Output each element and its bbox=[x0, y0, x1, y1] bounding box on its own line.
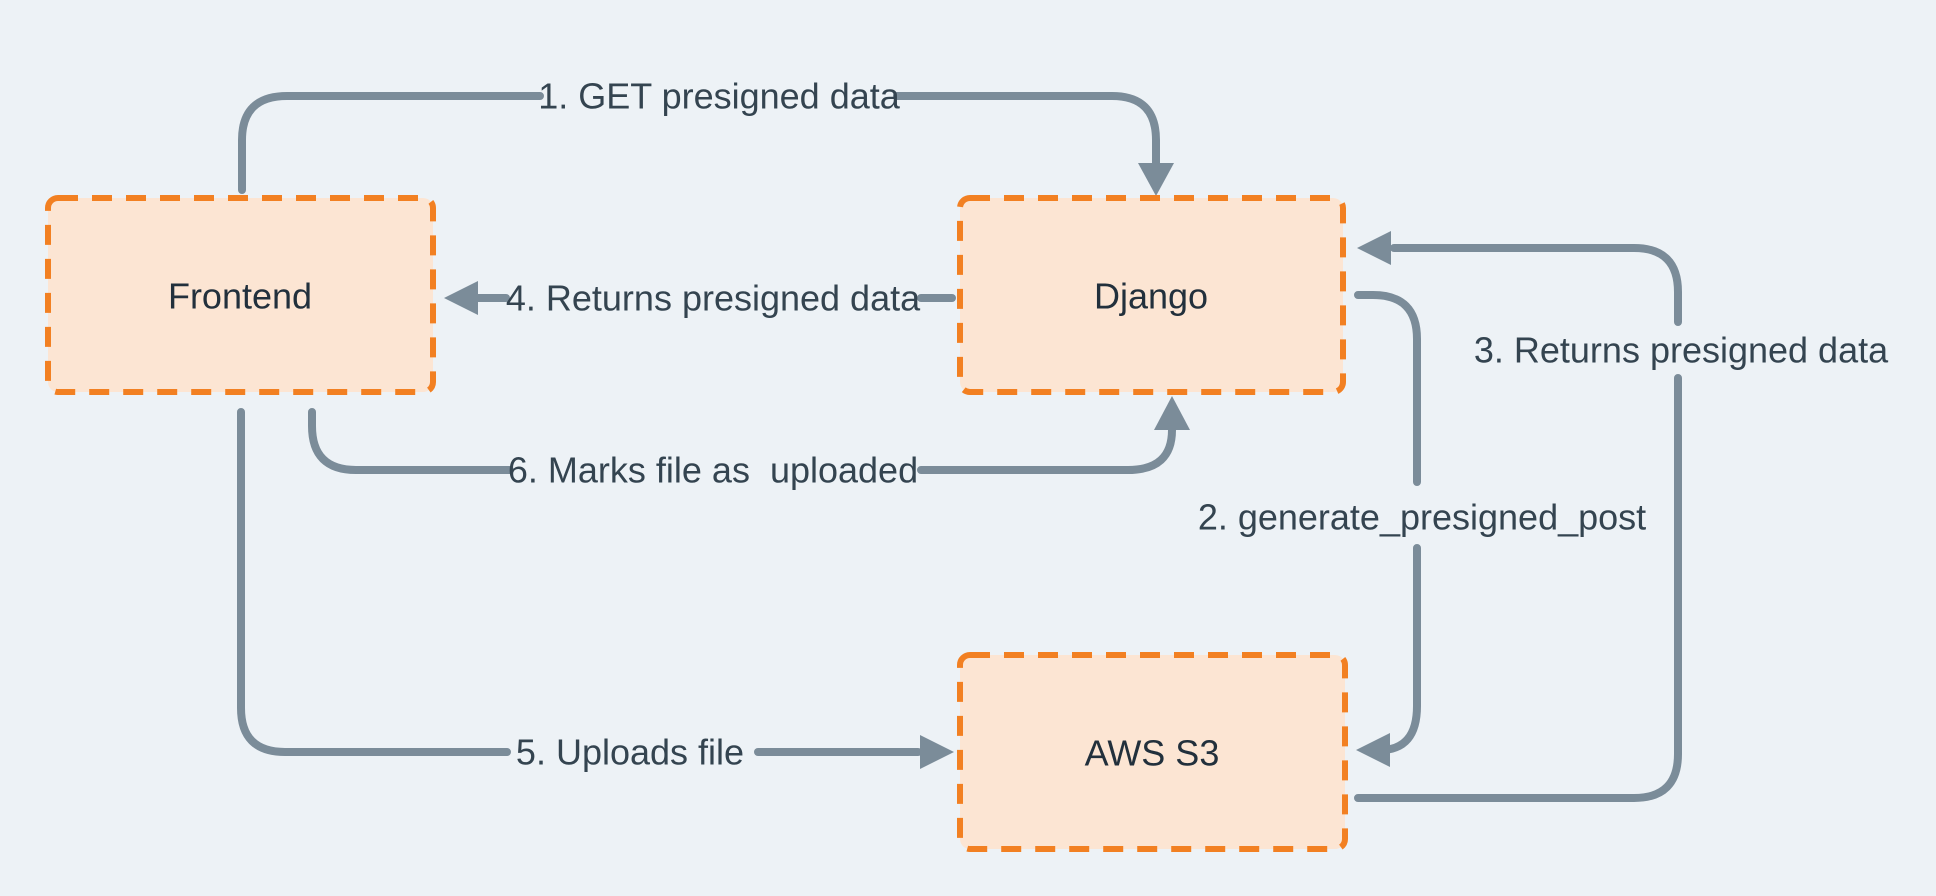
arrow-5-segment-left bbox=[237, 408, 511, 756]
arrow-1-segment-left bbox=[238, 92, 544, 194]
node-frontend: Frontend bbox=[45, 195, 436, 395]
node-aws-s3-label: AWS S3 bbox=[1085, 733, 1220, 774]
arrow-returns-presigned-data-to-frontend bbox=[444, 281, 956, 315]
arrow-2-segment-top bbox=[1354, 291, 1421, 486]
arrow-6-segment-right bbox=[917, 426, 1176, 474]
arrow-1-segment-right bbox=[893, 92, 1160, 170]
arrow-6-up-arrowhead-icon bbox=[1154, 396, 1190, 430]
arrow-2-left-arrowhead-icon bbox=[1356, 733, 1390, 767]
arrow-returns-presigned-data-to-django bbox=[1354, 231, 1682, 802]
node-django: Django bbox=[957, 195, 1346, 395]
arrow-get-presigned-data bbox=[238, 92, 1174, 196]
arrow-1-down-arrowhead-icon bbox=[1138, 163, 1174, 196]
node-django-box bbox=[957, 195, 1346, 395]
arrow-marks-file-uploaded bbox=[308, 396, 1190, 474]
edge-label-5: 5. Uploads file bbox=[516, 732, 744, 773]
arrow-2-segment-bottom bbox=[1376, 544, 1421, 754]
arrow-3-segment-top bbox=[1390, 244, 1682, 326]
node-frontend-label: Frontend bbox=[168, 276, 312, 317]
edge-label-3: 3. Returns presigned data bbox=[1474, 330, 1889, 371]
arrow-3-left-arrowhead-icon bbox=[1357, 231, 1391, 265]
arrow-5-right-arrowhead-icon bbox=[920, 735, 954, 769]
node-frontend-box bbox=[45, 195, 436, 395]
arrow-4-left-arrowhead-icon bbox=[444, 281, 478, 315]
node-django-label: Django bbox=[1094, 276, 1208, 317]
edge-label-4: 4. Returns presigned data bbox=[506, 278, 921, 319]
edge-label-1: 1. GET presigned data bbox=[538, 76, 901, 117]
node-aws-s3: AWS S3 bbox=[957, 652, 1348, 852]
arrow-uploads-file bbox=[237, 408, 954, 769]
edge-label-6: 6. Marks file as uploaded bbox=[508, 450, 918, 491]
arrow-3-segment-bottom bbox=[1354, 374, 1682, 802]
arrow-generate-presigned-post bbox=[1354, 291, 1421, 767]
arrow-6-segment-left bbox=[308, 408, 514, 474]
edge-label-2: 2. generate_presigned_post bbox=[1198, 497, 1646, 538]
node-aws-s3-box bbox=[957, 652, 1348, 852]
